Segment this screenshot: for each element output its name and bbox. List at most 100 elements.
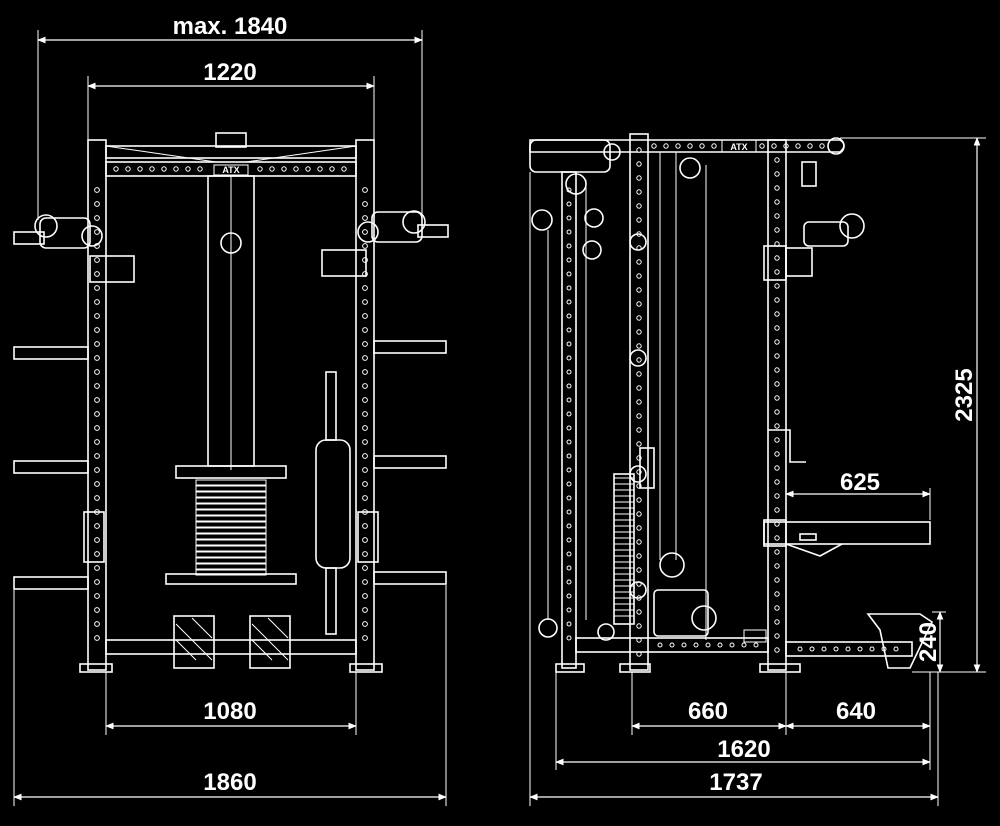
frame-hole: [94, 425, 100, 431]
frame-hole: [774, 591, 780, 597]
frame-hole: [94, 467, 100, 473]
side-dimensions: 2325 625 240 660 640 1620 1737: [529, 137, 986, 806]
dim-frame-depth-label: 1620: [717, 736, 770, 763]
frame-hole: [341, 166, 347, 172]
dim-total-width-label: 1860: [203, 769, 256, 796]
frame-hole: [774, 507, 780, 513]
frame-hole: [651, 143, 657, 149]
frame-hole: [362, 341, 368, 347]
frame-hole: [687, 143, 693, 149]
front-pad-post: [325, 371, 337, 441]
stack-plate: [195, 485, 267, 492]
frame-hole: [636, 525, 642, 531]
side-foot-front: [555, 663, 585, 673]
frame-hole: [566, 495, 572, 501]
frame-hole: [809, 646, 815, 652]
frame-hole: [636, 189, 642, 195]
frame-hole: [362, 229, 368, 235]
frame-hole: [94, 327, 100, 333]
frame-hole: [774, 311, 780, 317]
frame-hole: [566, 425, 572, 431]
front-right-arm: [321, 210, 449, 277]
side-view: ATX: [529, 133, 934, 673]
frame-hole: [362, 383, 368, 389]
frame-hole: [774, 199, 780, 205]
frame-hole: [566, 229, 572, 235]
dim-bench-extension-label: 640: [836, 698, 876, 725]
frame-hole: [717, 642, 723, 648]
frame-hole: [566, 537, 572, 543]
frame-hole: [636, 539, 642, 545]
frame-hole: [362, 425, 368, 431]
frame-hole: [362, 579, 368, 585]
frame-hole: [94, 537, 100, 543]
front-right-upright-holes: [362, 187, 368, 641]
frame-hole: [566, 551, 572, 557]
frame-hole: [94, 495, 100, 501]
frame-hole: [362, 593, 368, 599]
side-lower-bracket: [743, 629, 767, 643]
frame-hole: [566, 509, 572, 515]
frame-hole: [821, 646, 827, 652]
frame-hole: [305, 166, 311, 172]
frame-hole: [257, 166, 263, 172]
front-right-plate-horns: [373, 340, 447, 585]
frame-hole: [774, 297, 780, 303]
side-mid-upright-holes: [636, 147, 642, 657]
frame-hole: [566, 411, 572, 417]
frame-hole: [774, 577, 780, 583]
frame-hole: [94, 257, 100, 263]
frame-hole: [807, 143, 813, 149]
frame-hole: [774, 283, 780, 289]
frame-hole: [566, 341, 572, 347]
frame-hole: [857, 646, 863, 652]
frame-hole: [94, 341, 100, 347]
frame-hole: [663, 143, 669, 149]
side-foot-rear: [759, 663, 801, 673]
frame-hole: [362, 285, 368, 291]
frame-hole: [94, 607, 100, 613]
frame-hole: [566, 313, 572, 319]
front-crossbeam-holes: [113, 166, 347, 172]
front-left-upright: [87, 139, 107, 671]
frame-hole: [833, 646, 839, 652]
side-logo-text: ATX: [730, 142, 747, 152]
side-spotter-arm: [763, 521, 931, 545]
frame-hole: [94, 635, 100, 641]
frame-hole: [753, 642, 759, 648]
frame-hole: [362, 495, 368, 501]
frame-hole: [94, 439, 100, 445]
frame-hole: [636, 609, 642, 615]
frame-hole: [566, 607, 572, 613]
frame-hole: [636, 161, 642, 167]
frame-hole: [94, 411, 100, 417]
frame-hole: [362, 369, 368, 375]
front-top-crossbeam: [105, 145, 357, 159]
frame-hole: [566, 439, 572, 445]
frame-hole: [362, 551, 368, 557]
side-lower-mechanism: [653, 589, 709, 637]
frame-hole: [845, 646, 851, 652]
frame-hole: [362, 201, 368, 207]
side-stack-guide: [639, 447, 655, 489]
frame-hole: [636, 511, 642, 517]
frame-hole: [636, 427, 642, 433]
frame-hole: [774, 535, 780, 541]
frame-hole: [774, 367, 780, 373]
front-top-pulley-bracket: [215, 132, 247, 148]
frame-hole: [149, 166, 155, 172]
side-weight-stack: [613, 473, 635, 625]
frame-hole: [94, 187, 100, 193]
frame-hole: [774, 549, 780, 555]
frame-hole: [636, 413, 642, 419]
stack-plate: [195, 569, 267, 576]
dim-total-depth-label: 1737: [709, 769, 762, 796]
side-front-upright-holes: [566, 187, 572, 641]
stack-plate: [195, 503, 267, 510]
front-pad-attachment: [315, 439, 351, 569]
frame-hole: [269, 166, 275, 172]
frame-hole: [774, 157, 780, 163]
front-right-jhook: [357, 511, 379, 563]
frame-hole: [636, 497, 642, 503]
